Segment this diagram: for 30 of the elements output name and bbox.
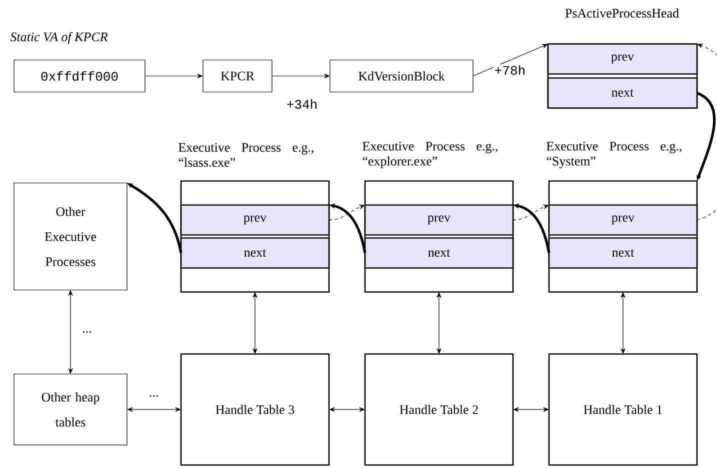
handle-table-box: Handle Table 1: [548, 353, 698, 466]
double-arrow: [329, 406, 365, 412]
pointer-field: next: [180, 237, 330, 269]
node-label: Static VA of KPCR: [10, 32, 108, 44]
pointer-field: next: [548, 237, 698, 269]
dashed-arrow: [696, 44, 717, 220]
pointer-field: prev: [180, 204, 330, 236]
double-arrow: [513, 406, 549, 412]
process-box: Other heap tables: [14, 374, 128, 446]
dashed-arrow: [328, 204, 365, 220]
structure-box: KPCR: [202, 60, 272, 92]
pointer-field: next: [364, 237, 514, 269]
dashed-arrow: [512, 204, 549, 220]
edge-label: ...: [148, 394, 160, 398]
pointer-field: prev: [547, 43, 698, 75]
handle-table-box: Handle Table 3: [180, 353, 330, 466]
pointer-field: prev: [548, 204, 698, 236]
edge-label: +34h: [285, 98, 319, 110]
node-label: Executive Process e.g., “System”: [546, 142, 682, 168]
pointer-field: next: [547, 77, 698, 109]
address-box: 0xffdff000: [14, 60, 146, 92]
process-box: Other Executive Processes: [14, 182, 128, 290]
node-label: PsActiveProcessHead: [565, 8, 679, 18]
structure-box: KdVersionBlock: [330, 60, 474, 92]
node-label: Executive Process e.g., “lsass.exe”: [178, 143, 314, 167]
edge-label: ...: [81, 330, 93, 334]
handle-table-box: Handle Table 2: [364, 353, 514, 466]
pointer-field: prev: [364, 204, 514, 236]
edge-label: +78h: [493, 64, 527, 76]
node-label: Executive Process e.g., “explorer.exe”: [362, 142, 498, 168]
